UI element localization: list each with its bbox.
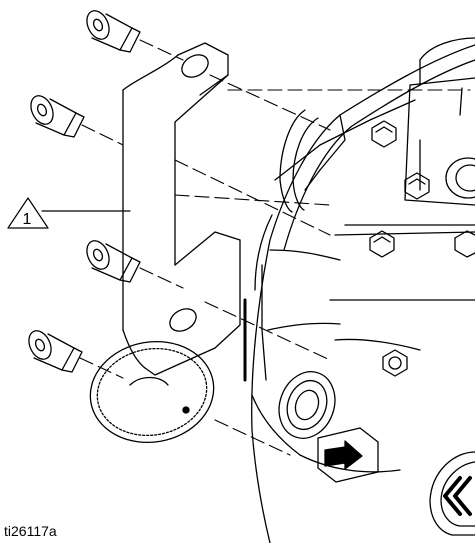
housing-bolt-3 bbox=[369, 230, 395, 258]
brand-badge bbox=[429, 451, 475, 536]
gasket-plate bbox=[89, 340, 215, 444]
callout-marker bbox=[7, 197, 131, 229]
housing-bolt-2 bbox=[404, 172, 430, 200]
housing-bolt-5 bbox=[382, 349, 408, 377]
bracket bbox=[122, 42, 241, 376]
housing-bolt-4 bbox=[454, 230, 475, 258]
figure-id: ti26117a bbox=[4, 523, 57, 539]
arrow-label bbox=[317, 427, 379, 483]
cap-screw-4 bbox=[28, 330, 83, 373]
cap-screw-1 bbox=[86, 10, 141, 53]
callout-number: 1 bbox=[23, 211, 32, 228]
bearing-ring bbox=[278, 371, 336, 439]
cap-screw-3 bbox=[86, 240, 141, 283]
top-block bbox=[404, 37, 475, 206]
housing-bolt-1 bbox=[371, 120, 397, 148]
pump-housing bbox=[243, 44, 475, 543]
cap-screw-2 bbox=[30, 95, 85, 138]
upper-seal bbox=[279, 109, 319, 213]
assembly-lines bbox=[79, 39, 471, 456]
